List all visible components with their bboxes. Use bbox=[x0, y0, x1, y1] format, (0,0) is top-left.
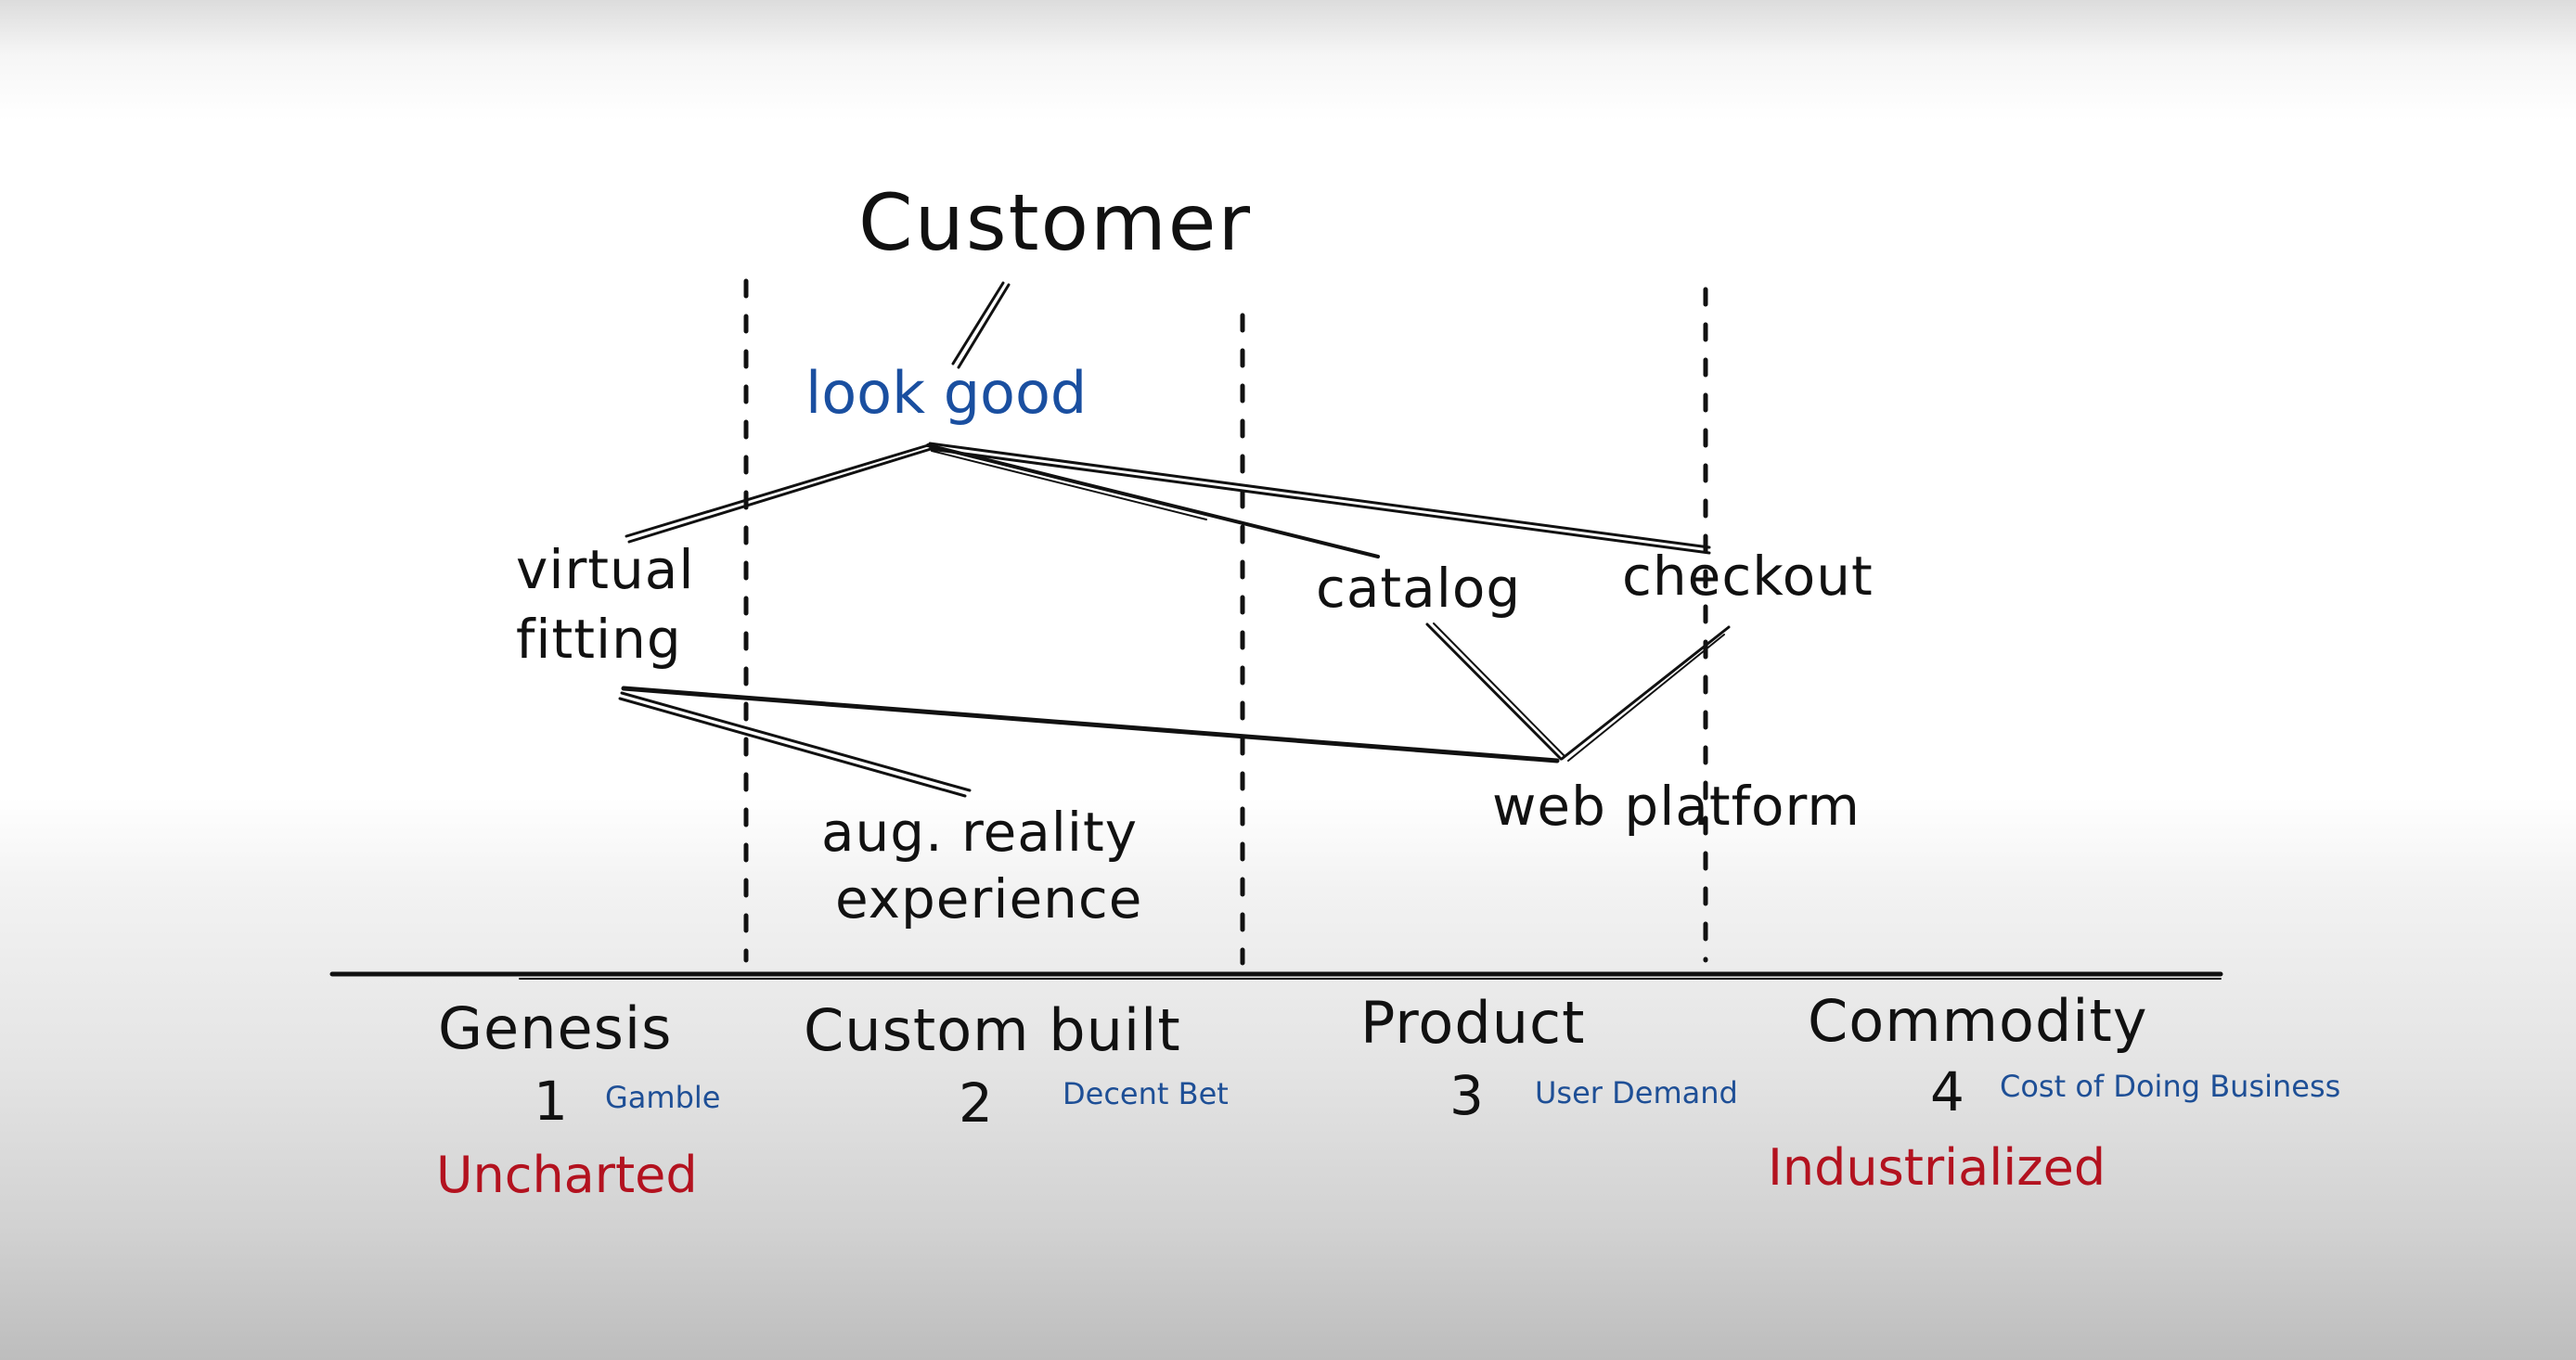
stage-product: Product bbox=[1360, 989, 1586, 1057]
component-catalog: catalog bbox=[1316, 557, 1522, 620]
link-look-good-virtual-fitting bbox=[625, 443, 933, 544]
stage-number-3: 3 bbox=[1449, 1064, 1484, 1127]
link-checkout-web-platform bbox=[1560, 625, 1731, 762]
stage-descriptor-user-demand: User Demand bbox=[1535, 1075, 1738, 1110]
link-virtual-fitting-aug-reality bbox=[618, 691, 972, 798]
link-virtual-fitting-web-platform bbox=[621, 686, 1560, 763]
stage-genesis: Genesis bbox=[438, 994, 673, 1062]
zone-uncharted: Uncharted bbox=[436, 1146, 698, 1204]
link-catalog-web-platform bbox=[1425, 622, 1565, 761]
stage-descriptor-cost-of-doing-business: Cost of Doing Business bbox=[2000, 1069, 2341, 1104]
link-look-good-catalog bbox=[926, 443, 1380, 558]
stage-descriptor-decent-bet: Decent Bet bbox=[1063, 1076, 1229, 1111]
stage-number-2: 2 bbox=[959, 1071, 993, 1135]
component-aug-reality-line2: experience bbox=[835, 867, 1143, 930]
zone-industrialized: Industrialized bbox=[1768, 1138, 2106, 1197]
component-virtual-fitting-line1: virtual bbox=[516, 538, 695, 601]
user-need-look-good: look good bbox=[805, 359, 1088, 427]
component-checkout: checkout bbox=[1622, 545, 1874, 608]
component-aug-reality-line1: aug. reality bbox=[821, 801, 1139, 864]
stage-descriptor-gamble: Gamble bbox=[605, 1080, 721, 1115]
link-customer-look-good bbox=[951, 281, 1011, 369]
link-look-good-checkout bbox=[928, 442, 1711, 555]
stage-number-4: 4 bbox=[1930, 1060, 1964, 1123]
component-virtual-fitting-line2: fitting bbox=[516, 608, 682, 671]
stage-number-1: 1 bbox=[534, 1070, 568, 1133]
stage-custom-built: Custom built bbox=[804, 996, 1181, 1064]
stage-commodity: Commodity bbox=[1808, 987, 2148, 1055]
anchor-customer: Customer bbox=[858, 177, 1253, 268]
component-web-platform: web platform bbox=[1492, 775, 1861, 838]
